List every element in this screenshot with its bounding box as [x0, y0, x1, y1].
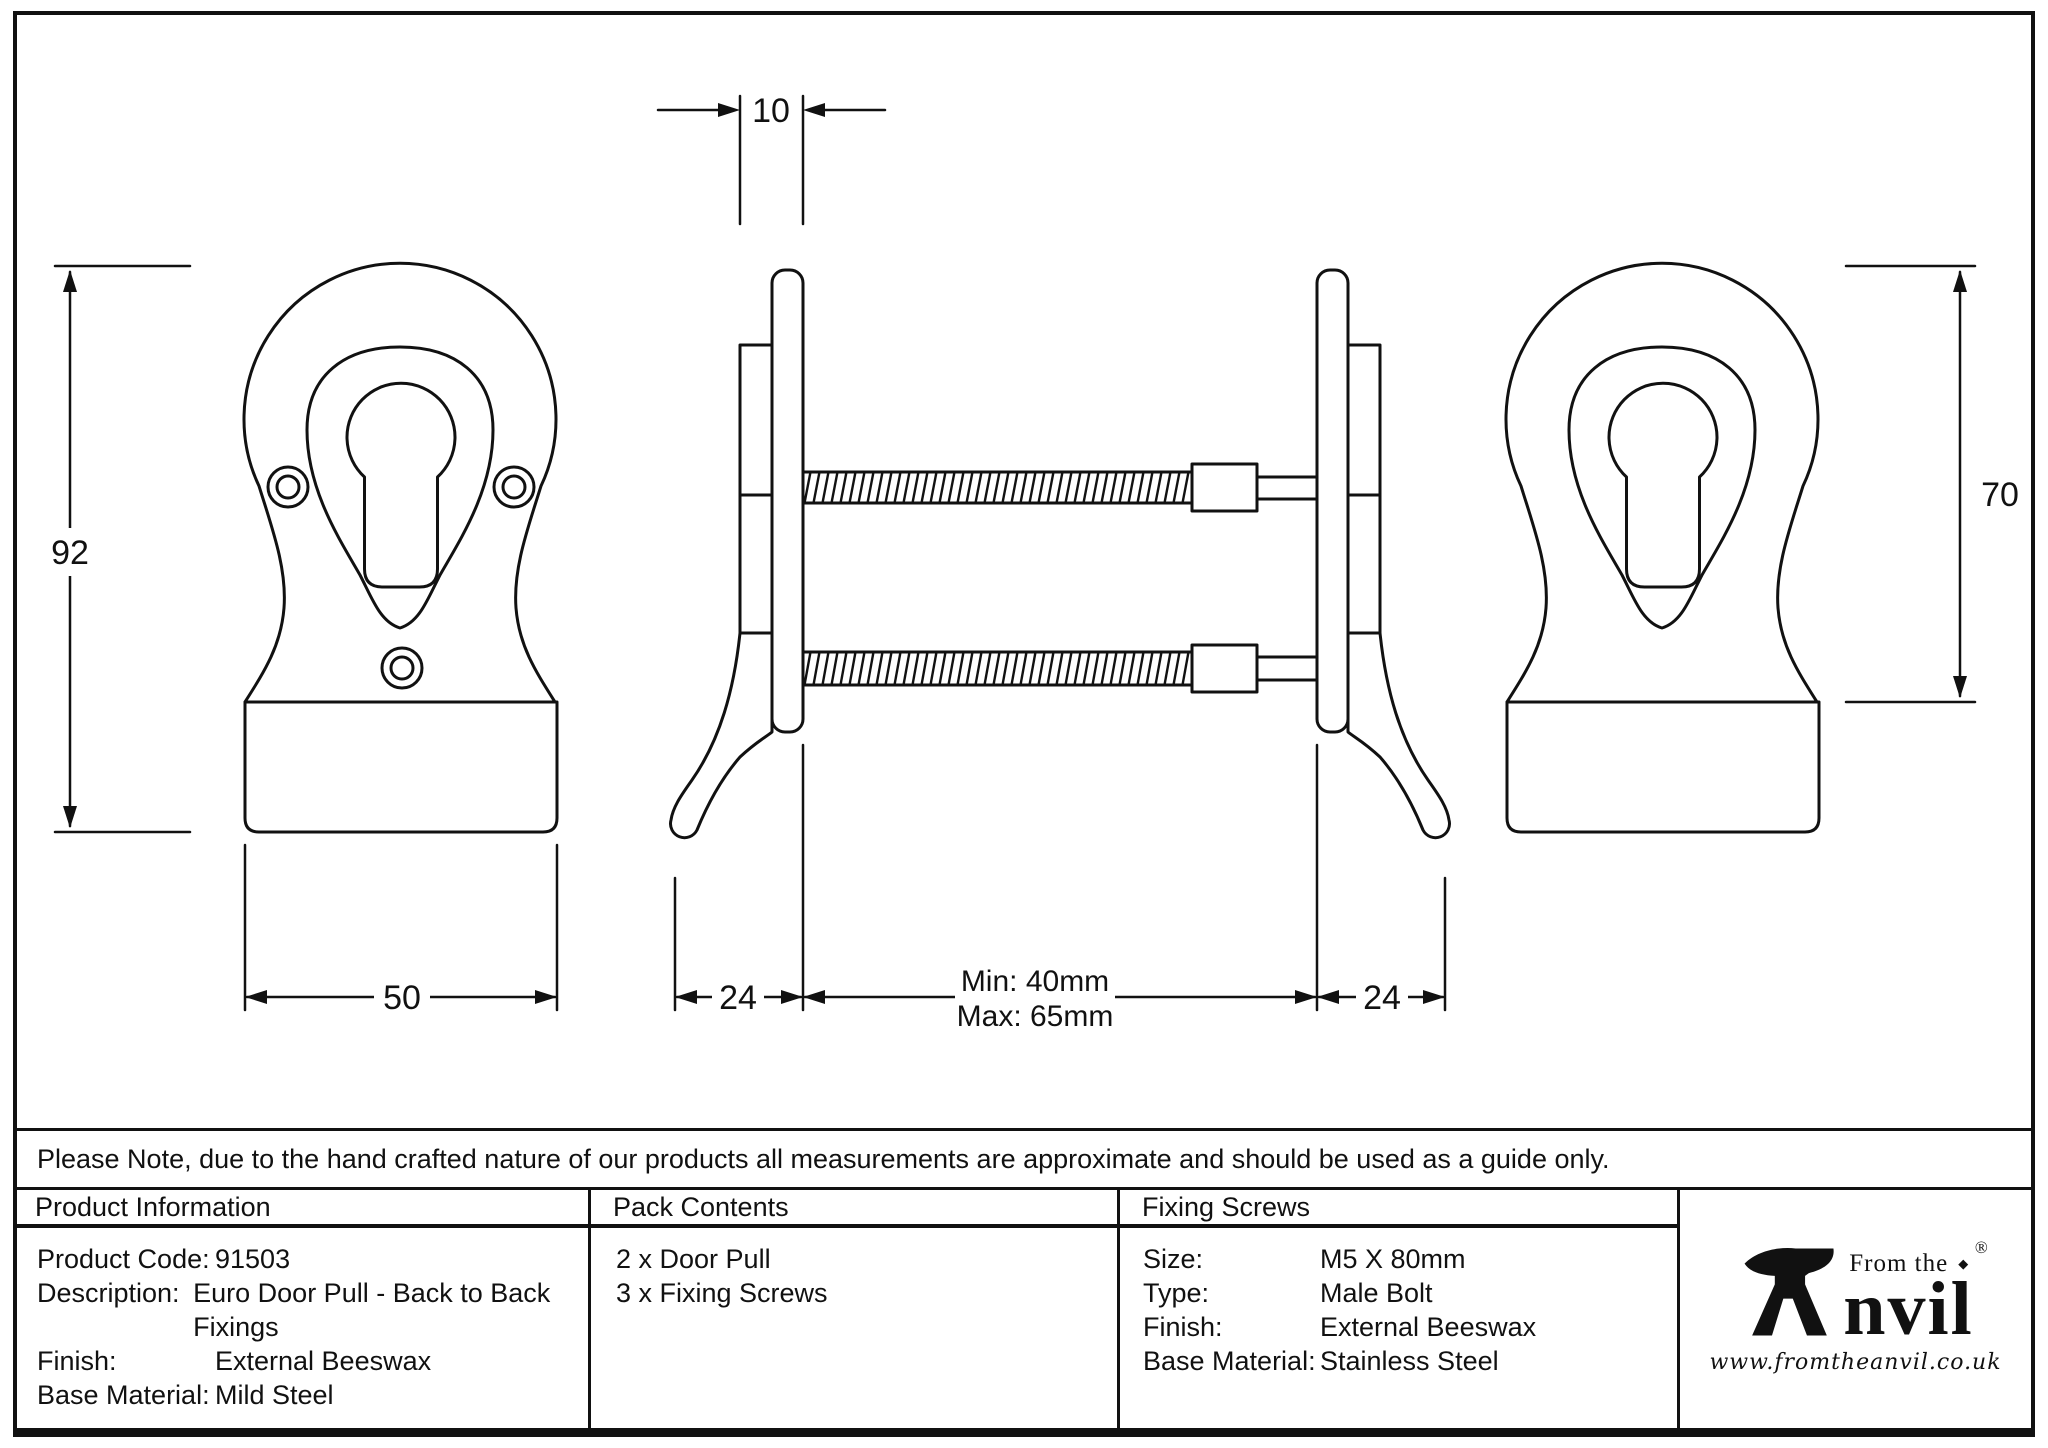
technical-drawing: 92 50 10 24 24 Min: 40mm Max: 65mm 70 [46, 92, 2019, 1033]
registered-mark: ® [1974, 1237, 1988, 1257]
brand-cell: From the ◆ nvil ® www.fromtheanvil.co.uk [1677, 1190, 2031, 1428]
front-base [243, 700, 559, 834]
table-row: Description: Euro Door Pull - Back to Ba… [13, 1276, 588, 1344]
logo-url: www.fromtheanvil.co.uk [1709, 1349, 2002, 1375]
dimension-lines [46, 94, 1977, 1032]
dim-92: 92 [51, 534, 89, 572]
row-label: Size: [1143, 1244, 1204, 1274]
row-value: 91503 [215, 1244, 291, 1274]
dim-min: Min: 40mm [961, 965, 1109, 998]
side-view [669, 268, 1451, 840]
from-the-anvil-logo: From the ◆ nvil ® www.fromtheanvil.co.uk [1709, 1238, 2002, 1375]
row-value: Mild Steel [215, 1380, 334, 1410]
pack-contents-header: Pack Contents [591, 1190, 1117, 1228]
front-view [242, 261, 559, 834]
note-text: Please Note, due to the hand crafted nat… [37, 1143, 1610, 1174]
right-plate [1315, 268, 1350, 734]
table-row: Base Material: Mild Steel [13, 1378, 588, 1412]
row-label: Base Material: [37, 1380, 210, 1410]
row-value: Euro Door Pull - Back to Back Fixings [193, 1278, 551, 1342]
threaded-rod-top [801, 470, 1194, 505]
dim-10: 10 [752, 92, 790, 130]
left-plate [770, 268, 805, 734]
product-information-column: Product Information Product Code: 91503 … [13, 1190, 588, 1428]
row-value: External Beeswax [1320, 1312, 1537, 1342]
row-label: Base Material: [1143, 1346, 1316, 1376]
dim-50: 50 [383, 979, 421, 1017]
fixing-screws-column: Fixing Screws Size: M5 X 80mm Type: Male… [1117, 1190, 1677, 1428]
back-view [1504, 261, 1821, 834]
row-label: Finish: [37, 1346, 117, 1376]
logo-tagline: From the ◆ [1849, 1250, 1974, 1278]
bolt-head-top [1190, 462, 1259, 513]
rod-stub-top [1255, 475, 1319, 501]
product-information-header: Product Information [13, 1190, 588, 1228]
dim-24-left: 24 [719, 979, 757, 1017]
row-label: Product Code: [37, 1244, 210, 1274]
dim-24-right: 24 [1363, 979, 1401, 1017]
logo-wordmark: nvil [1843, 1266, 1974, 1351]
fixing-screws-header: Fixing Screws [1120, 1190, 1677, 1228]
row-value: Stainless Steel [1320, 1346, 1499, 1376]
spec-table: Product Information Product Code: 91503 … [13, 1190, 2031, 1433]
anvil-icon [1744, 1247, 1834, 1335]
dim-70: 70 [1981, 476, 2019, 514]
back-base [1505, 700, 1821, 834]
table-row: Type: Male Bolt [1120, 1276, 1677, 1310]
diamond-icon: ◆ [1958, 1255, 1970, 1271]
pack-contents-column: Pack Contents 2 x Door Pull 3 x Fixing S… [588, 1190, 1117, 1428]
dimension-labels: 92 50 10 24 24 Min: 40mm Max: 65mm 70 [51, 92, 2019, 1033]
table-row: Finish: External Beeswax [1120, 1310, 1677, 1344]
left-boss [738, 343, 774, 635]
screw-hole-bottom-inner [389, 655, 415, 681]
back-euro-keyhole [1607, 381, 1719, 589]
threaded-rod-bottom [801, 650, 1194, 687]
row-label: Description: [37, 1278, 180, 1308]
logo-tagline-text: From the [1849, 1249, 1949, 1277]
row-label: Type: [1143, 1278, 1210, 1308]
row-value: External Beeswax [215, 1346, 432, 1376]
rod-stub-bottom [1255, 655, 1319, 682]
table-row: Product Code: 91503 [13, 1242, 588, 1276]
row-value: Male Bolt [1320, 1278, 1433, 1308]
table-row: Finish: External Beeswax [13, 1344, 588, 1378]
right-handle [1346, 631, 1451, 840]
dim-max: Max: 65mm [957, 1000, 1114, 1033]
bolt-head-bottom [1190, 643, 1259, 694]
front-euro-keyhole [345, 381, 457, 589]
screw-hole-left-inner [275, 474, 301, 500]
screw-hole-right-inner [501, 474, 527, 500]
left-handle [669, 631, 774, 840]
note-row: Please Note, due to the hand crafted nat… [13, 1128, 2031, 1190]
row-value: M5 X 80mm [1320, 1244, 1466, 1274]
pack-item: 3 x Fixing Screws [616, 1278, 828, 1308]
row-label: Finish: [1143, 1312, 1223, 1342]
right-boss [1346, 343, 1382, 635]
table-row: Base Material: Stainless Steel [1120, 1344, 1677, 1378]
table-row: Size: M5 X 80mm [1120, 1242, 1677, 1276]
pack-item: 2 x Door Pull [616, 1244, 771, 1274]
